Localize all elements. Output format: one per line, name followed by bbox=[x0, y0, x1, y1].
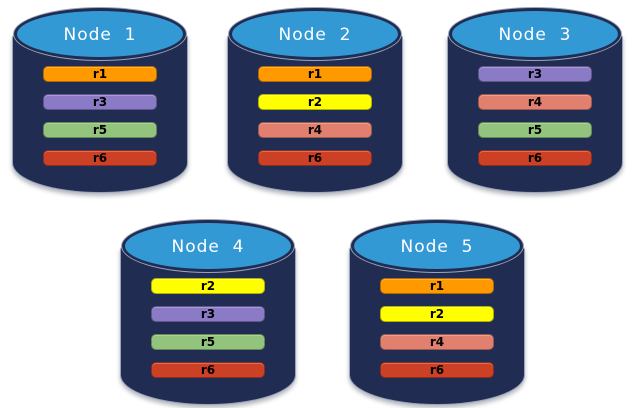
replica-bar: r6 bbox=[43, 150, 157, 166]
node-title: Node 5 bbox=[400, 237, 474, 257]
db-cylinder-top: Node 5 bbox=[351, 220, 523, 272]
db-node-4: Node 4 r2 r3 r5 r6 bbox=[120, 220, 296, 405]
replica-list: r2 r3 r5 r6 bbox=[120, 278, 296, 378]
db-cylinder-body bbox=[447, 34, 623, 193]
replica-bar: r6 bbox=[258, 150, 372, 166]
replica-list: r1 r2 r4 r6 bbox=[227, 66, 403, 166]
replica-bar: r2 bbox=[258, 94, 372, 110]
node-title: Node 2 bbox=[278, 25, 352, 45]
replica-bar: r2 bbox=[380, 306, 494, 322]
replica-bar: r4 bbox=[478, 94, 592, 110]
db-cylinder-body bbox=[120, 246, 296, 405]
db-cylinder-body bbox=[12, 34, 188, 193]
replica-bar: r5 bbox=[478, 122, 592, 138]
replica-bar: r1 bbox=[258, 66, 372, 82]
node-title: Node 3 bbox=[498, 25, 572, 45]
db-node-3: Node 3 r3 r4 r5 r6 bbox=[447, 8, 623, 193]
replica-bar: r5 bbox=[151, 334, 265, 350]
replica-bar: r4 bbox=[380, 334, 494, 350]
db-cylinder-top: Node 4 bbox=[122, 220, 294, 272]
replica-bar: r6 bbox=[478, 150, 592, 166]
db-node-2: Node 2 r1 r2 r4 r6 bbox=[227, 8, 403, 193]
replica-bar: r6 bbox=[151, 362, 265, 378]
db-cylinder-top: Node 2 bbox=[229, 8, 401, 60]
replica-bar: r1 bbox=[380, 278, 494, 294]
replica-list: r1 r2 r4 r6 bbox=[349, 278, 525, 378]
node-title: Node 4 bbox=[171, 237, 245, 257]
replica-bar: r4 bbox=[258, 122, 372, 138]
replica-bar: r1 bbox=[43, 66, 157, 82]
replica-bar: r5 bbox=[43, 122, 157, 138]
node-title: Node 1 bbox=[63, 25, 137, 45]
replica-bar: r3 bbox=[151, 306, 265, 322]
db-node-1: Node 1 r1 r3 r5 r6 bbox=[12, 8, 188, 193]
db-cylinder-body bbox=[227, 34, 403, 193]
db-cylinder-top: Node 1 bbox=[14, 8, 186, 60]
replica-bar: r3 bbox=[478, 66, 592, 82]
db-cylinder-body bbox=[349, 246, 525, 405]
replica-bar: r6 bbox=[380, 362, 494, 378]
db-node-5: Node 5 r1 r2 r4 r6 bbox=[349, 220, 525, 405]
replica-list: r1 r3 r5 r6 bbox=[12, 66, 188, 166]
db-cylinder-top: Node 3 bbox=[449, 8, 621, 60]
replica-bar: r2 bbox=[151, 278, 265, 294]
replica-list: r3 r4 r5 r6 bbox=[447, 66, 623, 166]
replica-bar: r3 bbox=[43, 94, 157, 110]
